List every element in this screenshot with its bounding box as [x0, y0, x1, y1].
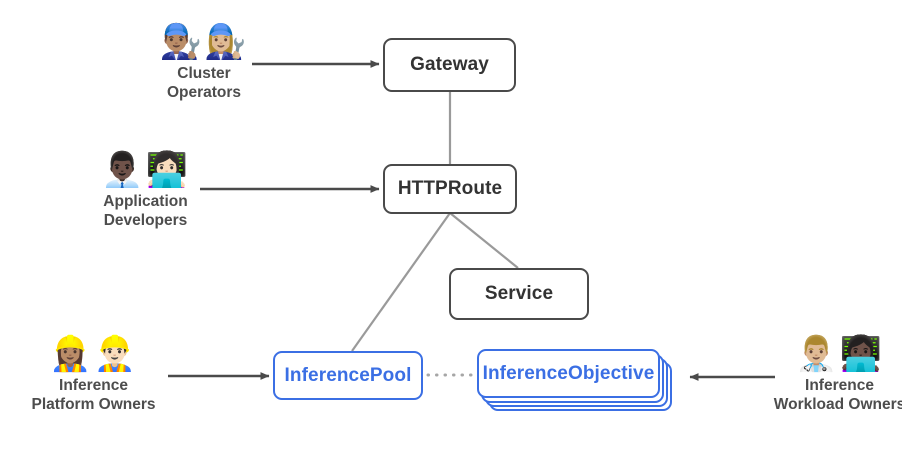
actor-inference-platform-owners-label: Inference Platform Owners	[31, 376, 155, 414]
actor-label-line2: Workload Owners	[773, 396, 902, 413]
actor-label-line1: Inference	[805, 377, 874, 394]
actor-label-line2: Platform Owners	[31, 396, 156, 413]
actor-application-developers-label: Application Developers	[103, 192, 187, 230]
actor-cluster-operators-label: Cluster Operators	[167, 64, 241, 102]
actor-label-line1: Inference	[59, 377, 128, 394]
health-worker-technologist-icon: 👨🏼‍⚕️👩🏿‍💻	[795, 335, 884, 373]
node-inferencepool-label: InferencePool	[284, 364, 412, 386]
actor-inference-platform-owners: 👷🏽‍♀️👷🏻‍♂️ Inference Platform Owners	[16, 334, 171, 414]
node-inferenceobjective-label: InferenceObjective	[482, 362, 655, 384]
actor-label-line1: Cluster	[177, 65, 231, 82]
construction-worker-people-icon: 👷🏽‍♀️👷🏻‍♂️	[49, 335, 138, 373]
node-inferencepool[interactable]: InferencePool	[273, 351, 423, 400]
actor-inference-workload-owners-label: Inference Workload Owners	[774, 376, 902, 414]
node-gateway[interactable]: Gateway	[383, 38, 516, 92]
node-gateway-label: Gateway	[410, 54, 489, 75]
actor-application-developers: 👨🏿‍💼👩🏻‍💻 Application Developers	[78, 150, 213, 230]
node-service[interactable]: Service	[449, 268, 589, 320]
node-httproute-label: HTTPRoute	[397, 178, 503, 199]
mechanic-people-icon: 👨🏽‍🔧👩🏼‍🔧	[159, 23, 249, 61]
actor-label-line2: Developers	[103, 212, 188, 229]
node-inferenceobjective[interactable]: InferenceObjective	[477, 349, 660, 398]
edge-httproute-to-inferencepool	[351, 212, 451, 352]
office-worker-technologist-icon: 👨🏿‍💼👩🏻‍💻	[101, 151, 190, 189]
edge-httproute-to-service	[449, 212, 519, 269]
actor-label-line2: Operators	[166, 84, 242, 101]
actor-label-line1: Application	[103, 193, 188, 210]
actor-inference-workload-owners: 👨🏼‍⚕️👩🏿‍💻 Inference Workload Owners	[762, 334, 902, 414]
node-service-label: Service	[484, 283, 554, 304]
actor-cluster-operators: 👨🏽‍🔧👩🏼‍🔧 Cluster Operators	[140, 22, 268, 102]
node-httproute[interactable]: HTTPRoute	[383, 164, 517, 214]
